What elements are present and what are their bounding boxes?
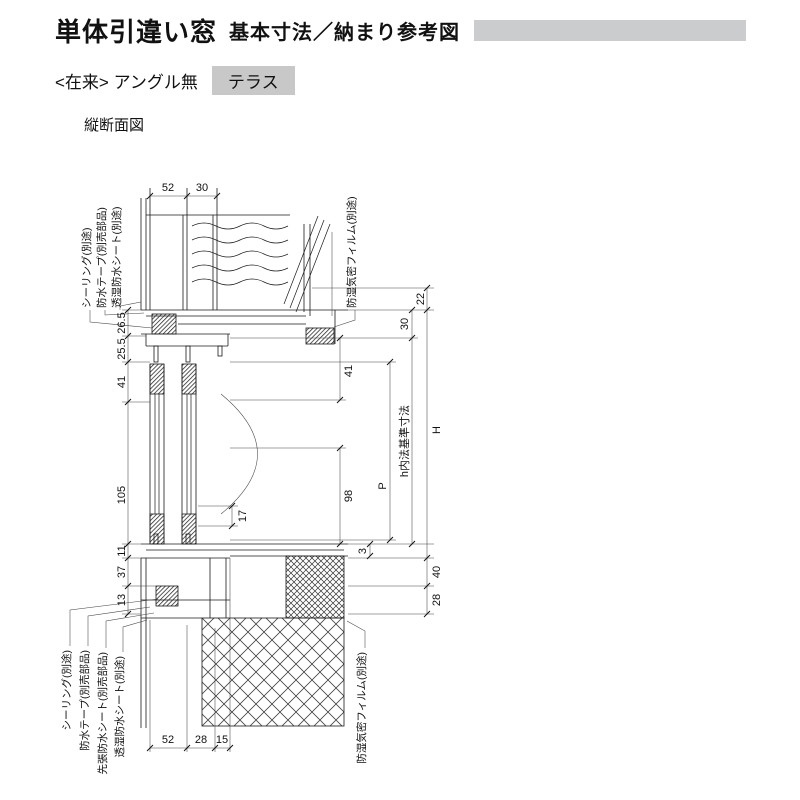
callout-bottom-sealing: シーリング(別途) — [60, 650, 73, 731]
sash-frame-lines — [149, 363, 258, 545]
dim-left-25-5: 25.5 — [116, 338, 128, 359]
callout-leaders — [69, 301, 366, 652]
dim-left-26-5: 26.5 — [116, 312, 128, 333]
sill-foundation-lines — [140, 533, 348, 728]
dim-bottom-28: 28 — [195, 734, 207, 746]
callout-bottom-vapor-film: 防湿気密フィルム(別途) — [355, 652, 368, 764]
dim-right-98: 98 — [343, 490, 355, 502]
dim-right-22: 22 — [415, 293, 427, 305]
dim-right-H: H — [431, 426, 443, 434]
callout-top-breathable-sheet: 透湿防水シート(別途) — [110, 207, 123, 309]
dimension-lines — [122, 195, 434, 752]
callout-bottom-waterproof-tape: 防水テープ(別売部品) — [78, 650, 91, 751]
dim-top-52: 52 — [162, 182, 174, 194]
variant-row: <在来> アングル無 テラス — [55, 66, 295, 95]
terrace-badge: テラス — [211, 66, 295, 95]
dim-left-11: 11 — [116, 545, 128, 556]
dim-top-30: 30 — [196, 182, 208, 194]
dim-right-30: 30 — [399, 318, 411, 330]
dim-bottom-52: 52 — [162, 734, 174, 746]
callout-top-sealing: シーリング(別途) — [80, 228, 93, 309]
dimension-labels: 52 30 26.5 25.5 41 105 11 37 13 41 98 3 … — [116, 182, 443, 746]
page-title: 単体引違い窓 — [55, 17, 218, 47]
wall-structure-lines — [140, 188, 348, 363]
header-gray-bar — [474, 20, 746, 41]
section-view-label: 縦断面図 — [84, 117, 145, 134]
callout-bottom-breathable-sheet: 透湿防水シート(別途) — [113, 656, 126, 758]
dimension-ticks — [124, 192, 431, 752]
callout-bottom-pre-waterproof-sheet: 先張防水シート(別売部品) — [96, 652, 109, 775]
dim-left-37: 37 — [116, 566, 128, 578]
dim-bottom-15: 15 — [216, 734, 228, 746]
dim-right-3: 3 — [357, 548, 369, 554]
dim-mid-17: 17 — [237, 510, 249, 522]
variant-label: <在来> アングル無 — [55, 73, 198, 92]
dim-right-h-inner: h内法基準寸法 — [397, 405, 411, 477]
page-header: 単体引違い窓 基本寸法／納まり参考図 — [55, 12, 746, 49]
dim-left-41: 41 — [116, 376, 128, 388]
callout-top-waterproof-tape: 防水テープ(別売部品) — [95, 207, 108, 308]
callout-top-vapor-film: 防湿気密フィルム(別途) — [345, 196, 358, 308]
dim-right-40: 40 — [431, 566, 443, 578]
dim-right-P: P — [377, 482, 389, 489]
dim-left-105: 105 — [116, 486, 128, 504]
dim-left-13: 13 — [116, 594, 128, 606]
dim-right-28: 28 — [431, 594, 443, 606]
page-subtitle: 基本寸法／納まり参考図 — [229, 22, 461, 44]
dim-right-41: 41 — [343, 365, 355, 377]
callout-labels: シーリング(別途) 防水テープ(別売部品) 透湿防水シート(別途) 防湿気密フィ… — [60, 196, 368, 774]
